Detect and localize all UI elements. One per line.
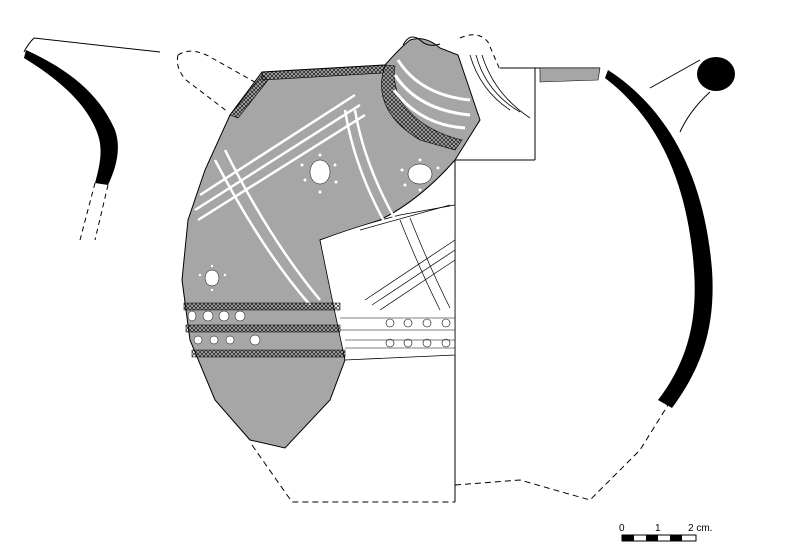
spout-profile-section bbox=[23, 37, 161, 241]
scale-tick-2: 2 cm. bbox=[688, 523, 712, 534]
handle-section bbox=[649, 57, 735, 133]
rosette-decoration bbox=[204, 159, 433, 287]
wall-section bbox=[539, 67, 713, 408]
scale-tick-1: 1 bbox=[655, 523, 661, 534]
scale-tick-0: 0 bbox=[619, 523, 625, 534]
scale-bar: 0 1 2 cm. bbox=[619, 523, 712, 542]
decorated-exterior bbox=[181, 36, 531, 449]
